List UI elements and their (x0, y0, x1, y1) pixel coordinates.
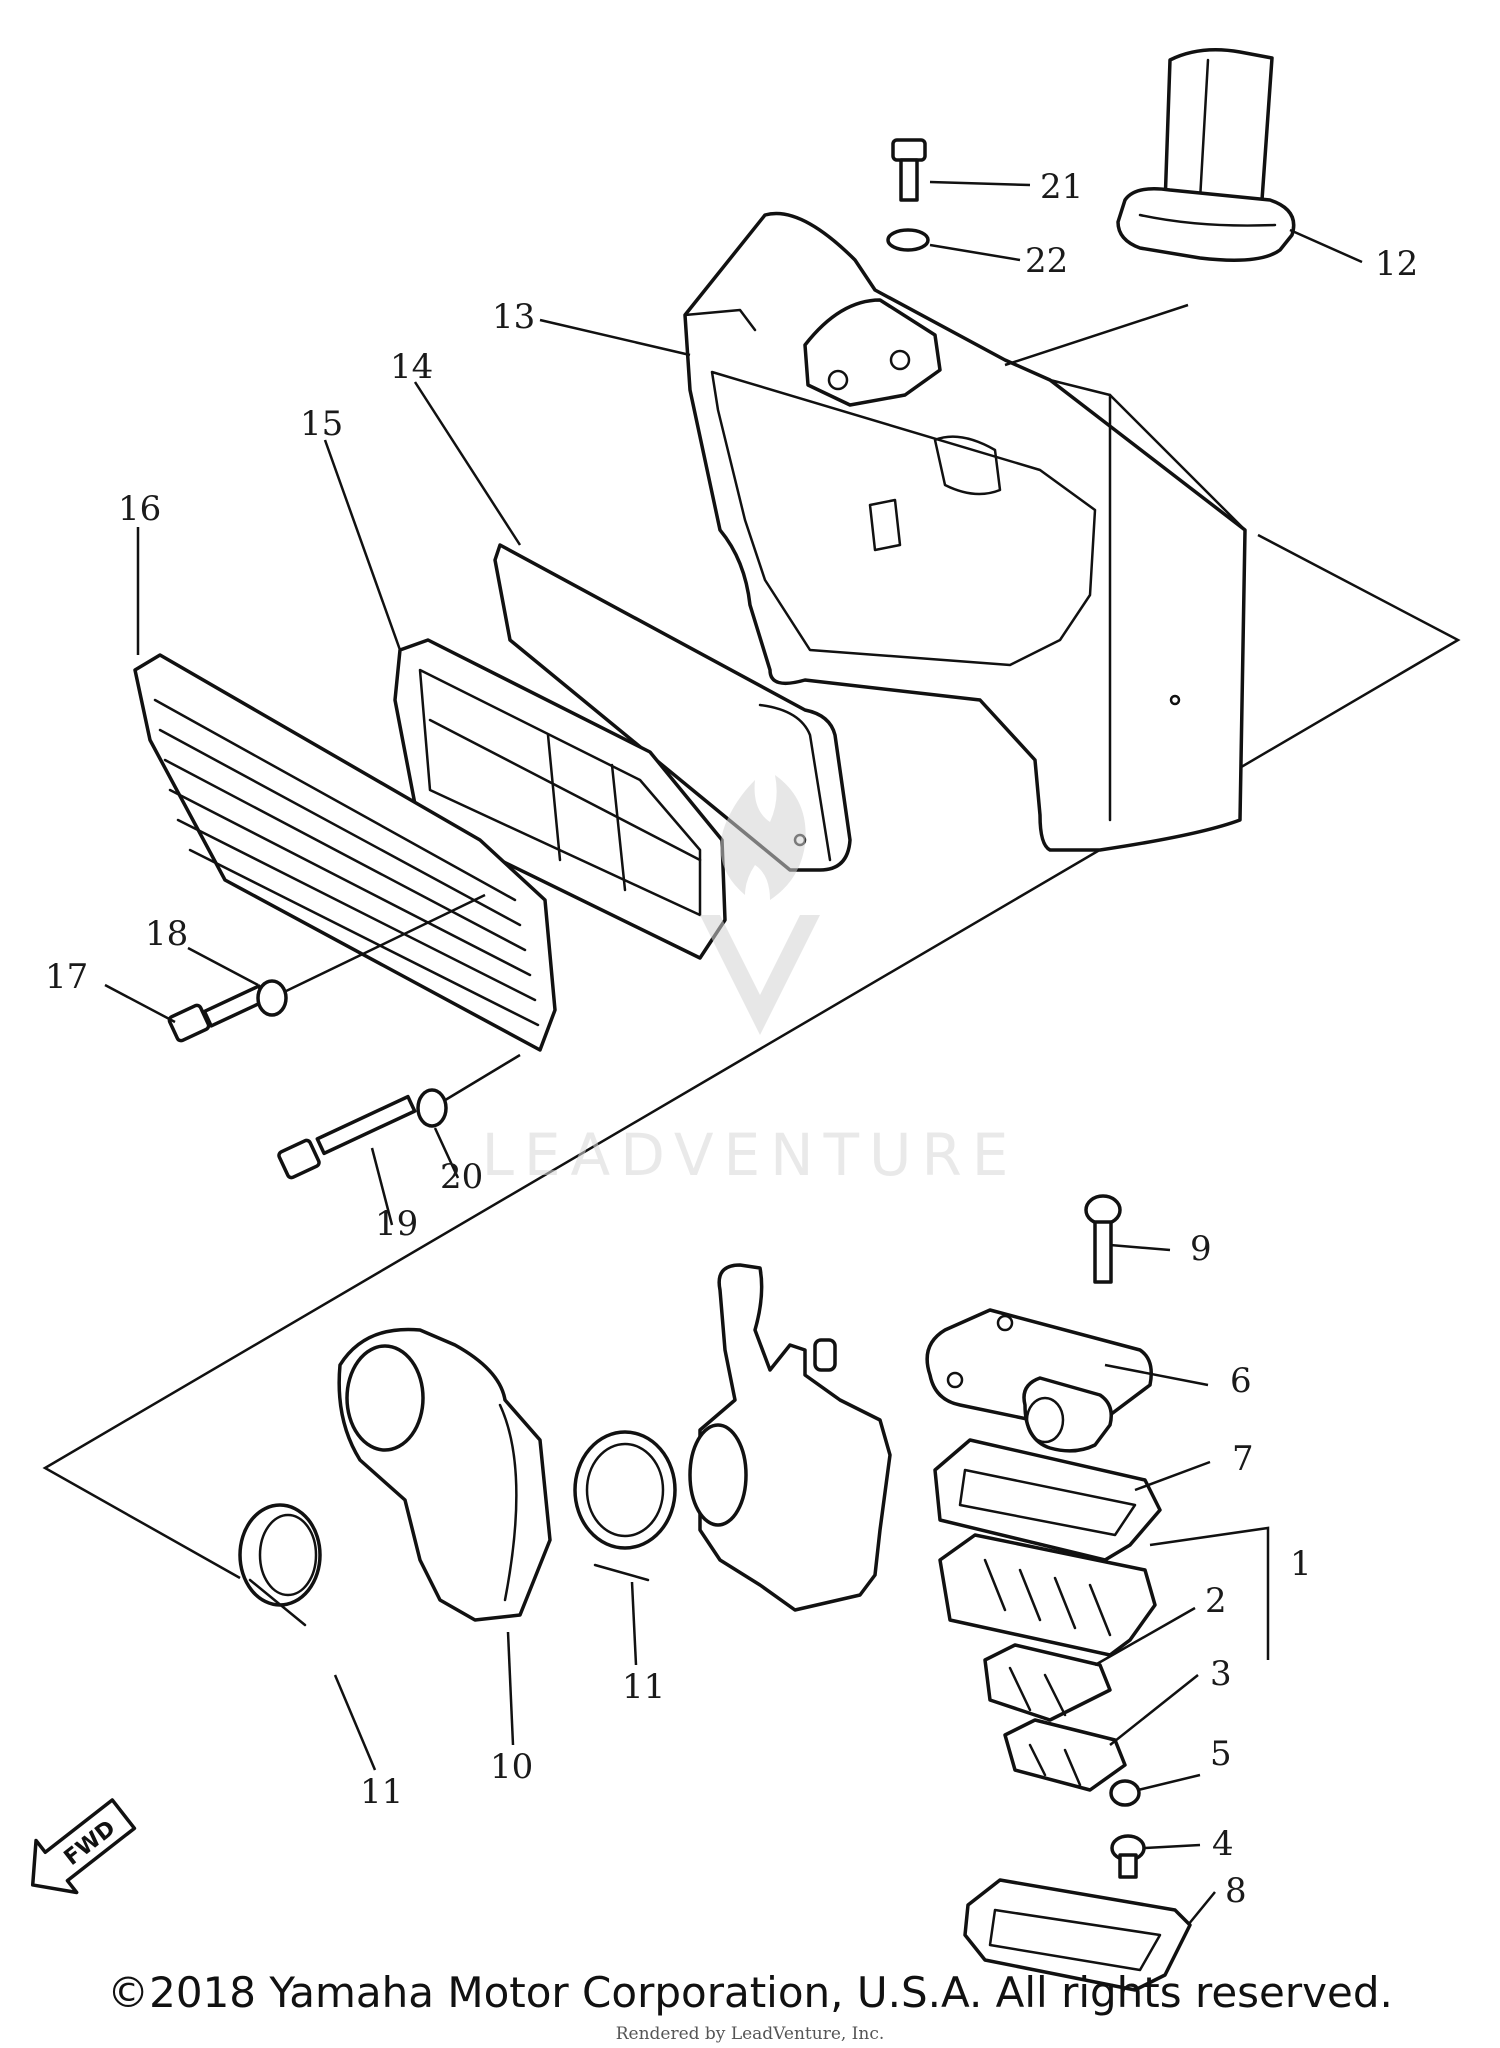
leader-2 (1094, 1606, 1196, 1667)
leader-21 (929, 180, 1031, 187)
callout-10: 10 (490, 1747, 533, 1787)
callout-17: 17 (45, 957, 88, 997)
leader-4 (1144, 1843, 1201, 1850)
callout-7: 7 (1232, 1439, 1254, 1479)
callout-8: 8 (1225, 1871, 1247, 1911)
callout-6: 6 (1230, 1361, 1252, 1401)
callout-16: 16 (118, 489, 161, 529)
leader-19 (370, 1147, 394, 1226)
bolt-17[interactable] (167, 984, 268, 1043)
reed-petals-2[interactable] (983, 1643, 1112, 1722)
callout-4: 4 (1212, 1824, 1234, 1864)
intake-duct[interactable] (1116, 48, 1296, 262)
washer-20[interactable] (416, 1088, 448, 1128)
intake-joint[interactable] (337, 1327, 552, 1622)
fwd-arrow-icon: FWD (30, 1798, 137, 1895)
leader-20-grille (441, 1053, 521, 1104)
leader-reed-1 (1149, 1526, 1270, 1660)
carburetor[interactable] (688, 1263, 892, 1612)
filter-frame[interactable] (393, 638, 727, 960)
callout-20: 20 (440, 1157, 483, 1197)
leader-17 (104, 983, 176, 1024)
callout-12: 12 (1375, 244, 1418, 284)
leader-10 (506, 1631, 515, 1746)
callout-18: 18 (145, 914, 188, 954)
grille-cover[interactable] (133, 653, 557, 1052)
callout-2: 2 (1205, 1581, 1227, 1621)
valve-stopper-3[interactable] (1003, 1718, 1127, 1792)
copyright-footer: ©2018 Yamaha Motor Corporation, U.S.A. A… (107, 1968, 1393, 2017)
leader-5 (1137, 1773, 1201, 1792)
clamp-11-right[interactable] (573, 1430, 677, 1582)
leader-18-grille (281, 893, 486, 995)
bolt-19[interactable] (277, 1094, 417, 1180)
leader-14 (413, 381, 522, 546)
leader-9 (1109, 1243, 1171, 1252)
filter-element[interactable] (493, 543, 852, 872)
leader-18 (187, 946, 259, 987)
gasket-8[interactable] (963, 1878, 1192, 1992)
leader-11a (333, 1674, 377, 1771)
washer-18[interactable] (256, 979, 288, 1017)
callout-14: 14 (390, 347, 433, 387)
callout-22: 22 (1025, 241, 1068, 281)
reed-valve-plate[interactable] (938, 1533, 1157, 1657)
callout-5: 5 (1210, 1734, 1232, 1774)
leader-8 (1187, 1891, 1216, 1926)
manifold-6[interactable] (925, 1308, 1153, 1453)
leader-6 (1104, 1363, 1209, 1387)
watermark: LEADVENTURE (482, 775, 1019, 1189)
leader-11b (630, 1581, 638, 1666)
bolt-21[interactable] (891, 138, 927, 202)
leader-22 (929, 243, 1021, 262)
callout-1: 1 (1290, 1544, 1312, 1584)
callout-11-right: 11 (622, 1667, 665, 1707)
flame-icon (720, 775, 806, 900)
washer-22[interactable] (886, 228, 930, 252)
callout-13: 13 (492, 297, 535, 337)
gasket-7[interactable] (933, 1438, 1162, 1562)
callout-3: 3 (1210, 1654, 1232, 1694)
watermark-text: LEADVENTURE (482, 1121, 1019, 1189)
callout-15: 15 (300, 404, 343, 444)
chevron-logo-icon (700, 915, 820, 1035)
leader-12 (1289, 228, 1363, 264)
leader-15 (323, 439, 402, 651)
leader-12-airbox (1004, 303, 1189, 367)
bolt-9[interactable] (1084, 1194, 1122, 1284)
callout-21: 21 (1040, 167, 1083, 207)
air-box-case[interactable] (683, 211, 1247, 852)
washer-5[interactable] (1109, 1779, 1141, 1807)
clamp-11-left[interactable] (238, 1503, 322, 1627)
divider-line-upper (42, 533, 1461, 1580)
leader-3 (1109, 1674, 1199, 1746)
leader-13 (539, 318, 691, 357)
rendered-by-note: Rendered by LeadVenture, Inc. (615, 2024, 885, 2044)
screw-4[interactable] (1110, 1834, 1146, 1879)
leader-20 (433, 1127, 460, 1179)
callout-11-left: 11 (360, 1772, 403, 1812)
callout-9: 9 (1190, 1229, 1212, 1269)
leader-7 (1134, 1460, 1211, 1492)
callout-19: 19 (375, 1204, 418, 1244)
